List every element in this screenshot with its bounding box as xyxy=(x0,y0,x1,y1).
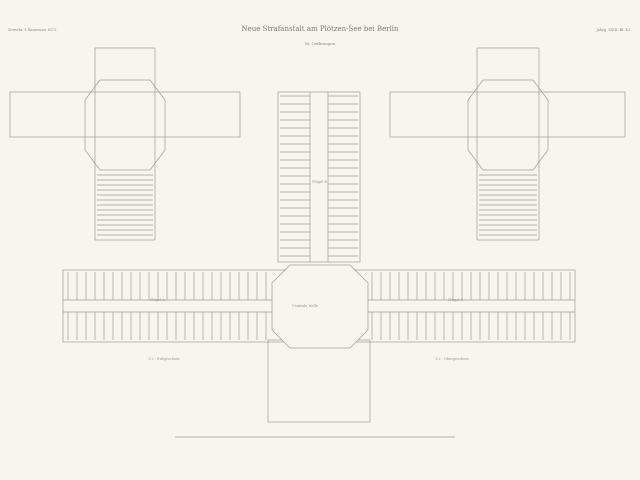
right-caption: 1:2 - Obergeschoss xyxy=(435,357,469,361)
left-caption: 1:2 - Erdgeschoss xyxy=(148,357,180,361)
sheet-title: Neue Strafanstalt am Plötzen-See bei Ber… xyxy=(241,25,399,33)
wing-b-label: Flügel B xyxy=(312,180,327,184)
wing-a-label: Flügel A xyxy=(150,298,165,302)
plate-number: Jahrg. XXIII. Bl. 43 xyxy=(596,28,630,32)
right-cross-plan xyxy=(389,47,626,241)
main-building xyxy=(62,91,576,423)
central-hall-label: Centrale Halle xyxy=(292,304,318,308)
wing-c-label: Flügel C xyxy=(448,298,464,302)
sheet-subtitle: M. Oeffnungen xyxy=(304,41,336,46)
publication-note: Zeitschr. f. Bauwesen 1873. xyxy=(8,28,58,32)
left-cross-plan xyxy=(9,47,241,241)
